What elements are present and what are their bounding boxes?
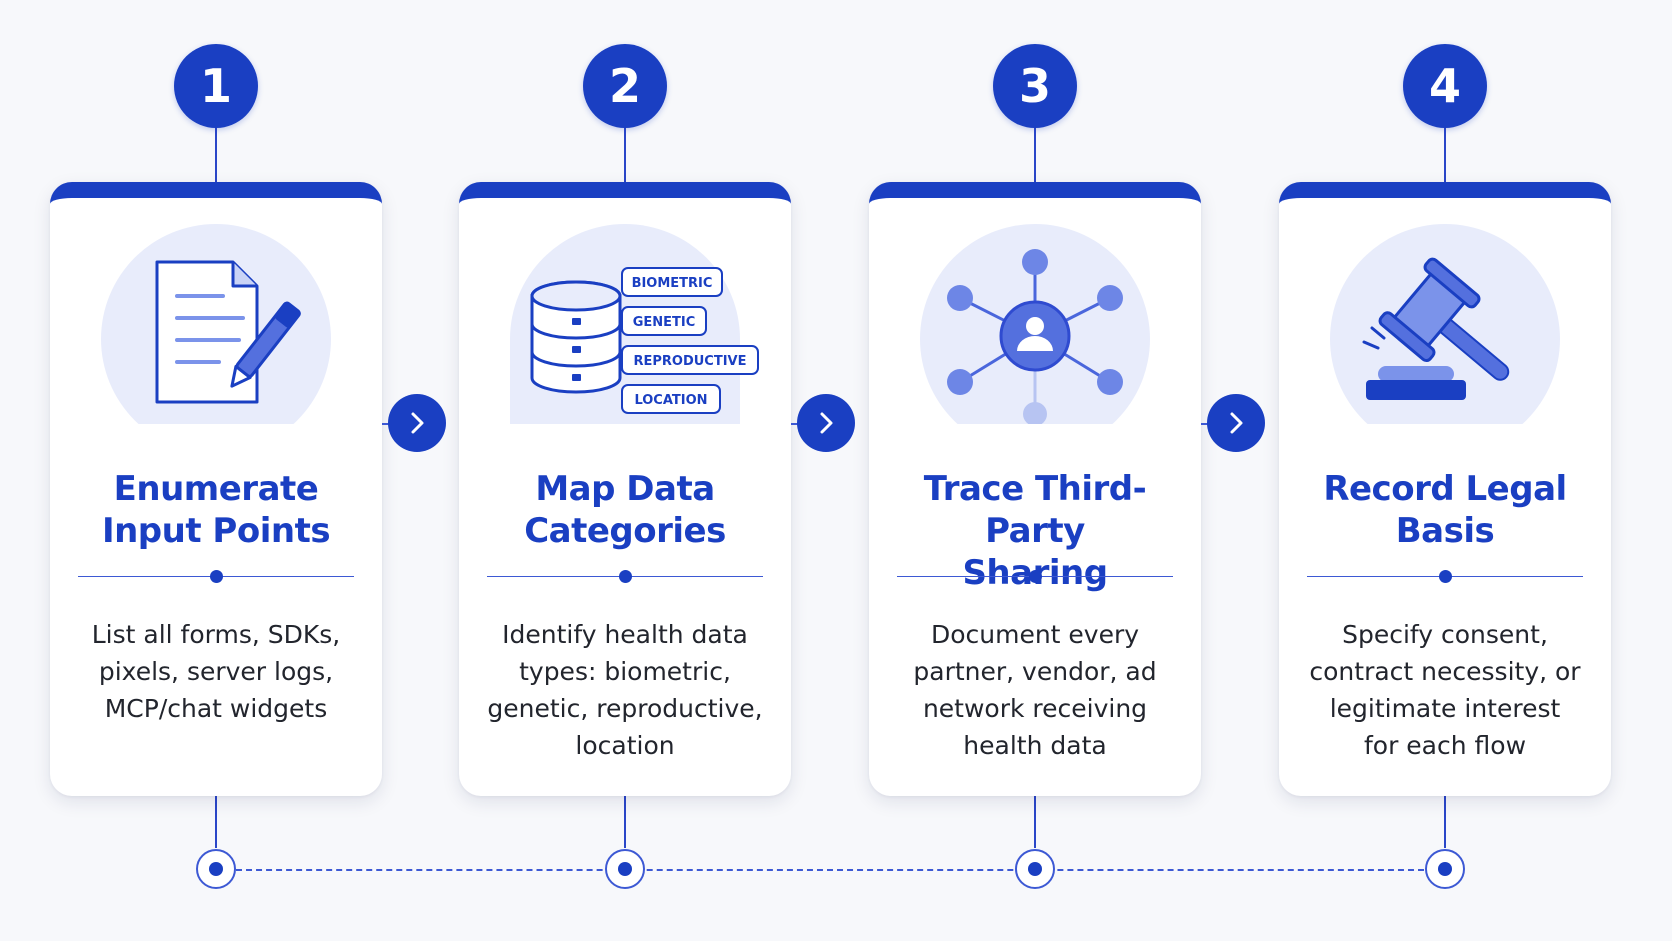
step-2-number-badge: 2 xyxy=(583,44,667,128)
top-connector-1 xyxy=(215,120,217,184)
next-arrow-button-3[interactable] xyxy=(1207,394,1265,452)
timeline-node-4 xyxy=(1425,849,1465,889)
timeline-dashed-line xyxy=(236,869,1424,871)
next-arrow-button-2[interactable] xyxy=(797,394,855,452)
top-connector-4 xyxy=(1444,120,1446,184)
chevron-right-icon xyxy=(820,412,833,434)
step-2-desc-line-2: types: biometric, xyxy=(519,657,731,686)
step-1-description: List all forms, SDKs, pixels, server log… xyxy=(64,616,368,727)
step-1-divider-dot xyxy=(210,570,223,583)
tag-location: LOCATION xyxy=(621,384,721,414)
step-2-desc-line-1: Identify health data xyxy=(502,620,748,649)
timeline-node-3 xyxy=(1015,849,1055,889)
chevron-right-icon xyxy=(1230,412,1243,434)
step-1-number-badge: 1 xyxy=(174,44,258,128)
step-card-2: BIOMETRIC GENETIC REPRODUCTIVE LOCATION … xyxy=(459,182,791,796)
tag-location-label: LOCATION xyxy=(634,393,707,408)
database-icon: BIOMETRIC GENETIC REPRODUCTIVE LOCATION xyxy=(530,267,759,414)
step-4-illustration xyxy=(1330,224,1560,424)
chevron-right-icon xyxy=(411,412,424,434)
step-3-title: Trace Third-Party Sharing xyxy=(879,468,1191,594)
step-2-title: Map Data Categories xyxy=(469,468,781,552)
tag-genetic-label: GENETIC xyxy=(633,315,696,330)
step-4-desc-line-3: legitimate interest xyxy=(1329,694,1561,723)
bottom-connector-4 xyxy=(1444,796,1446,848)
bottom-connector-1 xyxy=(215,796,217,848)
top-connector-3 xyxy=(1034,120,1036,184)
timeline-node-core xyxy=(1028,862,1042,876)
timeline-node-core xyxy=(209,862,223,876)
timeline-node-1 xyxy=(196,849,236,889)
document-edit-icon xyxy=(155,260,301,404)
step-2-title-line-1: Map Data xyxy=(535,469,715,509)
bottom-connector-2 xyxy=(624,796,626,848)
step-1-desc-line-2: pixels, server logs, xyxy=(98,657,334,686)
tag-reproductive: REPRODUCTIVE xyxy=(621,345,759,375)
step-2-divider-dot xyxy=(619,570,632,583)
top-connector-2 xyxy=(624,120,626,184)
timeline-node-core xyxy=(1438,862,1452,876)
step-2-desc-line-3: genetic, reproductive, xyxy=(487,694,763,723)
step-card-4: Record Legal Basis Specify consent, cont… xyxy=(1279,182,1611,796)
step-1-desc-line-3: MCP/chat widgets xyxy=(104,694,328,723)
step-3-desc-line-1: Document every xyxy=(930,620,1140,649)
step-4-desc-line-1: Specify consent, xyxy=(1342,620,1548,649)
step-4-desc-line-2: contract necessity, or xyxy=(1309,657,1581,686)
tag-biometric-label: BIOMETRIC xyxy=(632,276,713,291)
step-2-description: Identify health data types: biometric, g… xyxy=(473,616,777,764)
step-2-desc-line-4: location xyxy=(575,731,675,760)
next-arrow-button-1[interactable] xyxy=(388,394,446,452)
step-3-description: Document every partner, vendor, ad netwo… xyxy=(883,616,1187,764)
gavel-icon xyxy=(1362,257,1510,400)
step-4-desc-line-4: for each flow xyxy=(1363,731,1527,760)
bottom-connector-3 xyxy=(1034,796,1036,848)
step-3-title-line-1: Trace Third-Party xyxy=(923,469,1147,551)
step-4-title-line-1: Record Legal xyxy=(1323,469,1567,509)
tag-reproductive-label: REPRODUCTIVE xyxy=(633,354,746,369)
step-3-number-badge: 3 xyxy=(993,44,1077,128)
step-card-1: Enumerate Input Points List all forms, S… xyxy=(50,182,382,796)
step-3-illustration xyxy=(920,224,1150,424)
network-share-icon xyxy=(947,249,1123,424)
step-1-title-line-2: Input Points xyxy=(101,511,331,551)
tag-genetic: GENETIC xyxy=(621,306,707,336)
step-4-description: Specify consent, contract necessity, or … xyxy=(1293,616,1597,764)
step-4-title: Record Legal Basis xyxy=(1289,468,1601,552)
step-card-3: Trace Third-Party Sharing Document every… xyxy=(869,182,1201,796)
timeline-node-core xyxy=(618,862,632,876)
step-2-illustration: BIOMETRIC GENETIC REPRODUCTIVE LOCATION xyxy=(510,224,759,424)
step-1-desc-line-1: List all forms, SDKs, xyxy=(91,620,341,649)
step-3-divider-dot xyxy=(1029,570,1042,583)
step-3-desc-line-3: network receiving xyxy=(922,694,1148,723)
step-1-title-line-1: Enumerate xyxy=(113,469,319,509)
step-3-desc-line-2: partner, vendor, ad xyxy=(913,657,1157,686)
step-2-title-line-2: Categories xyxy=(524,511,726,551)
tag-biometric: BIOMETRIC xyxy=(621,267,723,297)
step-3-desc-line-4: health data xyxy=(963,731,1107,760)
timeline-node-2 xyxy=(605,849,645,889)
step-1-title: Enumerate Input Points xyxy=(60,468,372,552)
step-4-number-badge: 4 xyxy=(1403,44,1487,128)
step-1-illustration xyxy=(101,224,331,424)
step-4-divider-dot xyxy=(1439,570,1452,583)
step-4-title-line-2: Basis xyxy=(1395,511,1495,551)
